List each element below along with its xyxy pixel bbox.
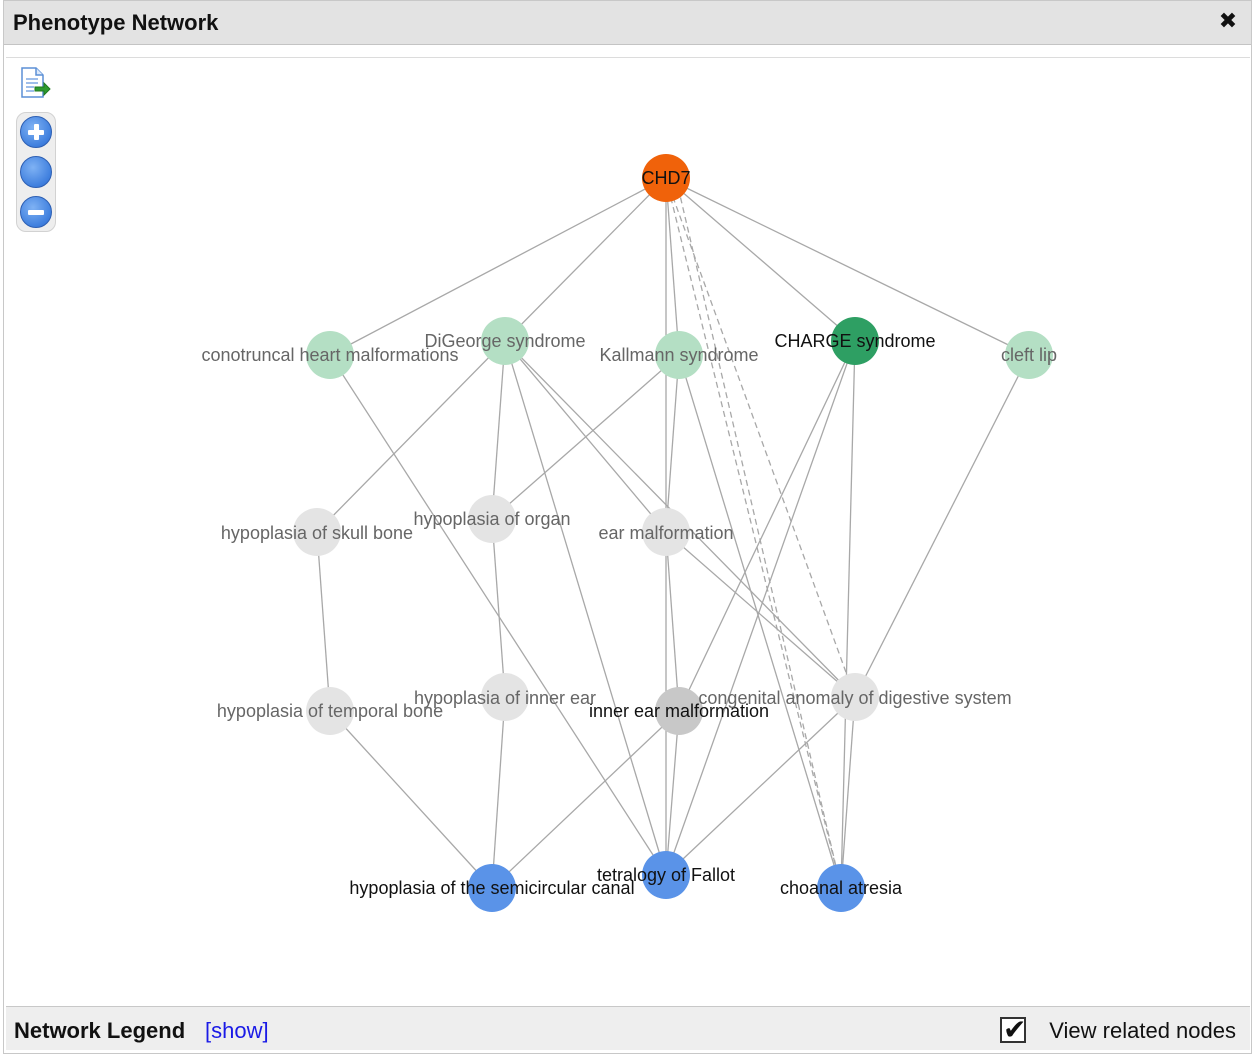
node-label-chd7[interactable]: CHD7 (641, 168, 690, 188)
node-label-temporal[interactable]: hypoplasia of temporal bone (217, 701, 443, 721)
node-label-innermal[interactable]: inner ear malformation (589, 701, 769, 721)
legend-show-link[interactable]: [show] (205, 1018, 269, 1043)
panel-title: Phenotype Network (13, 10, 219, 35)
plus-icon-vertical (34, 124, 39, 140)
node-label-earmal[interactable]: ear malformation (598, 523, 733, 543)
node-conotruncal[interactable] (306, 331, 354, 379)
legend-title: Network Legend (14, 1018, 186, 1043)
node-label-digestive[interactable]: congenital anomaly of digestive system (698, 688, 1011, 708)
legend-bar: Network Legend [show] ✔ View related nod… (6, 1006, 1250, 1050)
node-cleft[interactable] (1005, 331, 1053, 379)
node-label-skull[interactable]: hypoplasia of skull bone (221, 523, 413, 543)
node-label-semicircular[interactable]: hypoplasia of the semicircular canal (349, 878, 634, 898)
node-label-cleft[interactable]: cleft lip (1001, 345, 1057, 365)
node-fallot[interactable] (642, 851, 690, 899)
nodes-layer (293, 154, 1053, 912)
node-label-fallot[interactable]: tetralogy of Fallot (597, 865, 735, 885)
node-label-charge[interactable]: CHARGE syndrome (774, 331, 935, 351)
node-temporal[interactable] (306, 687, 354, 735)
view-related-nodes-label: View related nodes (1049, 1018, 1236, 1043)
node-innermal[interactable] (655, 687, 703, 735)
node-semicircular[interactable] (468, 864, 516, 912)
labels-layer: CHD7 conotruncal heart malformationsDiGeo… (201, 168, 1057, 898)
panel-titlebar: Phenotype Network ✖ (4, 1, 1251, 45)
node-kallmann[interactable] (655, 331, 703, 379)
zoom-in-button[interactable] (20, 116, 52, 148)
node-label-kallmann[interactable]: Kallmann syndrome (599, 345, 758, 365)
node-skull[interactable] (293, 508, 341, 556)
node-organ[interactable] (468, 495, 516, 543)
node-digeorge[interactable] (481, 317, 529, 365)
zoom-out-button[interactable] (20, 196, 52, 228)
node-label-choanal[interactable]: choanal atresia (780, 878, 903, 898)
zoom-fit-button[interactable] (20, 156, 52, 188)
zoom-control (16, 112, 56, 232)
checkmark-icon: ✔ (1003, 1013, 1027, 1046)
node-charge[interactable] (831, 317, 879, 365)
node-choanal[interactable] (817, 864, 865, 912)
close-icon[interactable]: ✖ (1218, 9, 1238, 34)
minus-icon (28, 210, 44, 215)
node-chd7[interactable] (642, 154, 690, 202)
node-label-digeorge[interactable]: DiGeorge syndrome (424, 331, 585, 351)
document-export-icon[interactable] (18, 66, 52, 100)
view-related-nodes-checkbox[interactable]: ✔ (1000, 1013, 1026, 1046)
node-label-organ[interactable]: hypoplasia of organ (413, 509, 570, 529)
node-earmal[interactable] (642, 508, 690, 556)
node-innerhyp[interactable] (481, 673, 529, 721)
node-label-innerhyp[interactable]: hypoplasia of inner ear (414, 688, 596, 708)
node-label-conotruncal[interactable]: conotruncal heart malformations (201, 345, 458, 365)
node-digestive[interactable] (831, 673, 879, 721)
